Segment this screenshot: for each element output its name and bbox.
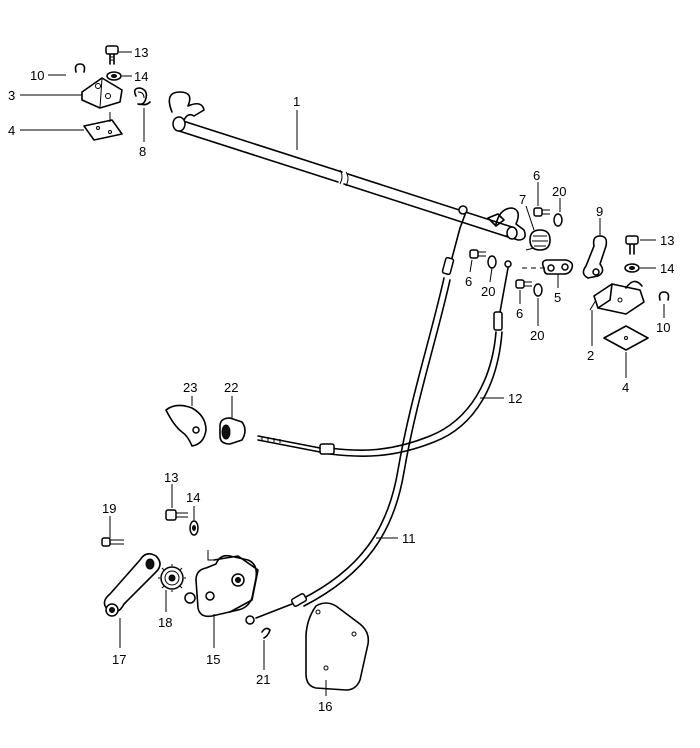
callout-19: 19 bbox=[102, 501, 116, 516]
callout-23: 23 bbox=[183, 380, 197, 395]
clip-part-10-left bbox=[74, 63, 86, 73]
callout-20-low: 20 bbox=[530, 328, 544, 343]
pedal-lever-part-17 bbox=[103, 552, 161, 617]
callout-16: 16 bbox=[318, 699, 332, 714]
gasket-part-4-left bbox=[83, 119, 123, 141]
clip-part-10-right bbox=[658, 291, 670, 301]
callout-12: 12 bbox=[508, 391, 522, 406]
callout-6-low: 6 bbox=[516, 306, 523, 321]
gear-part-18 bbox=[158, 564, 186, 592]
callout-6-mid: 6 bbox=[465, 274, 472, 289]
callout-21: 21 bbox=[256, 672, 270, 687]
bolt-part-13-right bbox=[625, 235, 639, 255]
callout-20-top: 20 bbox=[552, 184, 566, 199]
clip-part-23 bbox=[165, 404, 207, 447]
callout-13-right: 13 bbox=[660, 233, 674, 248]
housing-part-15 bbox=[184, 550, 259, 618]
spring-part-8 bbox=[133, 87, 151, 106]
callout-14-right: 14 bbox=[660, 261, 674, 276]
callout-9: 9 bbox=[596, 204, 603, 219]
callout-17: 17 bbox=[112, 652, 126, 667]
callout-13-left: 13 bbox=[134, 45, 148, 60]
cover-part-16 bbox=[305, 602, 370, 691]
washer-part-14-low bbox=[189, 520, 199, 536]
bolt-part-19 bbox=[101, 537, 124, 547]
bolt-part-6-mid bbox=[469, 249, 486, 259]
bolt-part-6-top bbox=[533, 207, 550, 217]
gasket-part-4-right bbox=[603, 325, 649, 351]
bushing-part-22 bbox=[219, 417, 246, 445]
washer-part-14-left bbox=[106, 71, 122, 81]
callout-5: 5 bbox=[554, 290, 561, 305]
bolt-part-6-low bbox=[515, 279, 532, 289]
callout-8: 8 bbox=[139, 144, 146, 159]
leader-lines bbox=[20, 51, 665, 696]
callout-14-low: 14 bbox=[186, 490, 200, 505]
callout-13-low: 13 bbox=[164, 470, 178, 485]
washer-part-20-low bbox=[533, 283, 543, 297]
spring-part-7 bbox=[525, 229, 551, 251]
washer-part-20-mid bbox=[487, 255, 497, 269]
callout-3: 3 bbox=[8, 88, 15, 103]
callout-22: 22 bbox=[224, 380, 238, 395]
bolt-part-13-low bbox=[165, 509, 188, 521]
callout-4-left: 4 bbox=[8, 123, 15, 138]
callout-1: 1 bbox=[293, 94, 300, 109]
lever-part-9 bbox=[582, 235, 608, 279]
bracket-part-2 bbox=[589, 280, 645, 315]
clip-part-21 bbox=[261, 627, 271, 639]
callout-labels: 1 2 3 4 4 5 6 6 6 7 8 9 10 10 11 12 13 1… bbox=[8, 45, 674, 714]
washer-part-20-top bbox=[553, 213, 563, 227]
bolt-part-13-left bbox=[105, 45, 119, 65]
callout-15: 15 bbox=[206, 652, 220, 667]
callout-14-left: 14 bbox=[134, 69, 148, 84]
callout-4-right: 4 bbox=[622, 380, 629, 395]
bracket-part-3 bbox=[81, 77, 123, 122]
lever-part-5 bbox=[522, 259, 574, 275]
cable-part-12 bbox=[257, 260, 512, 457]
cable-part-11 bbox=[245, 205, 468, 625]
callout-6-top: 6 bbox=[533, 168, 540, 183]
callout-7: 7 bbox=[519, 192, 526, 207]
callout-11: 11 bbox=[402, 531, 416, 546]
washer-part-14-right bbox=[624, 263, 640, 273]
callout-10-left: 10 bbox=[30, 68, 44, 83]
callout-10-right: 10 bbox=[656, 320, 670, 335]
callout-2: 2 bbox=[587, 348, 594, 363]
callout-20-mid: 20 bbox=[481, 284, 495, 299]
shaft-part-1 bbox=[168, 91, 526, 241]
callout-18: 18 bbox=[158, 615, 172, 630]
